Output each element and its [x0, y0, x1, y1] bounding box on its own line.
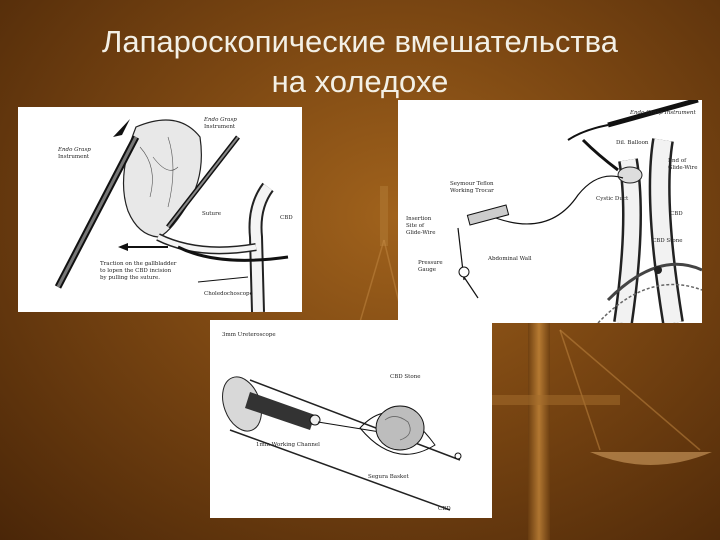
- label-pressure-line-2: Gauge: [418, 267, 436, 273]
- label-cystic-duct: Cystic Duct: [596, 196, 629, 202]
- label-cbd: CBD: [670, 211, 683, 217]
- figure2-illustration: Endo Grasp Instrument Dil. Balloon End o…: [406, 100, 702, 323]
- label-choledochoscope: Choledochoscope: [204, 291, 253, 297]
- label-insertion-line-3: Glide-Wire: [406, 230, 435, 236]
- figure-gallbladder-traction: Endo Grasp Instrument Endo Grasp Instrum…: [18, 107, 302, 312]
- label-instrument-left: Instrument: [58, 154, 90, 160]
- label-seymour: Seymour Teflon: [450, 181, 494, 187]
- label-glide-wire: Glide-Wire: [668, 165, 697, 171]
- figure1-illustration: Endo Grasp Instrument Endo Grasp Instrum…: [54, 117, 293, 312]
- label-end-of: End of: [668, 158, 687, 164]
- slide-title: Лапароскопические вмешательства на холед…: [0, 22, 720, 102]
- label-traction-line-1: Traction on the gallbladder: [100, 261, 177, 267]
- label-abdominal-wall: Abdominal Wall: [487, 256, 532, 262]
- label-pressure-line-1: Pressure: [418, 260, 443, 266]
- label-cbd-stone: CBD Stone: [652, 238, 683, 244]
- label-working-trocar: Working Trocar: [450, 188, 494, 194]
- title-line-1: Лапароскопические вмешательства: [102, 24, 618, 59]
- label-traction-line-3: by pulling the suture.: [100, 275, 160, 281]
- label-instrument-top: Instrument: [204, 124, 236, 130]
- label-cbd: CBD: [438, 506, 451, 512]
- label-endo-grasp-top: Endo Grasp: [203, 117, 237, 123]
- label-cbd-stone: CBD Stone: [390, 374, 421, 380]
- label-endo-grasp-left: Endo Grasp: [57, 147, 91, 153]
- label-dil-balloon: Dil. Balloon: [616, 140, 649, 146]
- label-insertion-line-1: Insertion: [406, 216, 432, 222]
- figure-ureteroscope-basket: 3mm Ureteroscope CBD Stone 1mm Working C…: [210, 320, 492, 518]
- label-scope: 3mm Ureteroscope: [222, 332, 276, 338]
- figure3-illustration: 3mm Ureteroscope CBD Stone 1mm Working C…: [222, 332, 462, 512]
- title-line-2: на холедохе: [271, 64, 449, 99]
- label-working-channel: 1mm Working Channel: [256, 442, 320, 448]
- label-basket: Segura Basket: [368, 474, 409, 480]
- label-cbd: CBD: [280, 215, 293, 221]
- label-endo-grasp: Endo Grasp Instrument: [629, 110, 696, 116]
- label-insertion-line-2: Site of: [406, 223, 425, 229]
- label-traction-line-2: to lopen the CBD incision: [100, 268, 172, 274]
- figure-balloon-dilation: Endo Grasp Instrument Dil. Balloon End o…: [398, 100, 702, 323]
- label-suture: Suture: [202, 211, 221, 217]
